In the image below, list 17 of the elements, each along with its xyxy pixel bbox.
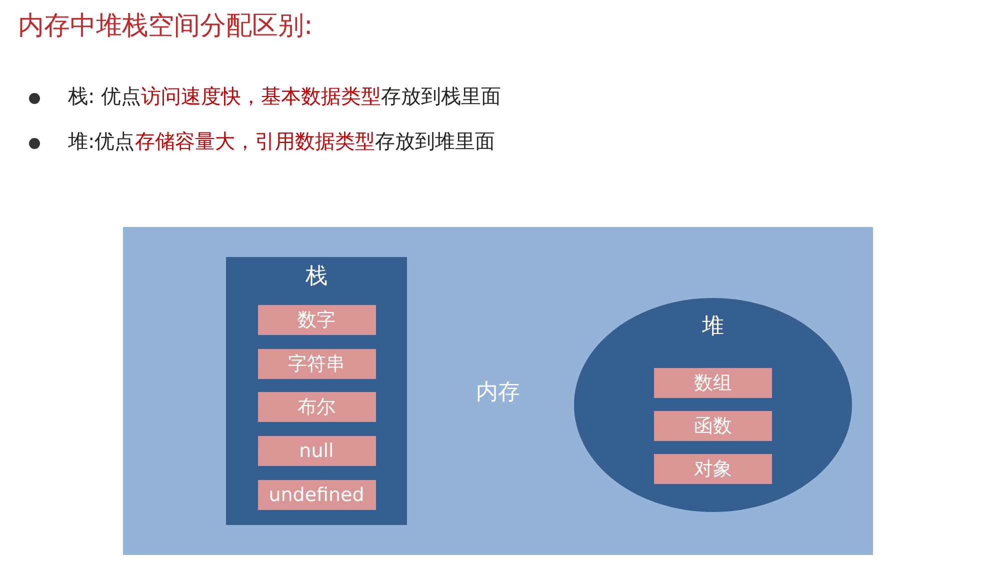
memory-area <box>123 227 873 555</box>
memory-item: 函数 <box>654 411 772 441</box>
memory-item: 对象 <box>654 454 772 484</box>
stack-panel <box>226 257 407 525</box>
section-title: 堆 <box>701 313 725 341</box>
memory-item: null <box>258 436 376 466</box>
memory-item: 数组 <box>654 368 772 398</box>
bullet-text: 堆:优点存储容量大，引用数据类型存放到堆里面 <box>68 128 495 155</box>
memory-item: 数字 <box>258 305 376 335</box>
memory-item: 字符串 <box>258 348 376 379</box>
area-label: 内存 <box>475 379 521 407</box>
section-title: 栈 <box>304 263 328 291</box>
memory-item: 布尔 <box>258 392 376 422</box>
page-title: 内存中堆栈空间分配区别: <box>18 10 313 43</box>
heap-ellipse <box>573 297 853 513</box>
bullet-text: 栈: 优点访问速度快，基本数据类型存放到栈里面 <box>68 83 502 110</box>
memory-item: undefined <box>258 480 376 510</box>
